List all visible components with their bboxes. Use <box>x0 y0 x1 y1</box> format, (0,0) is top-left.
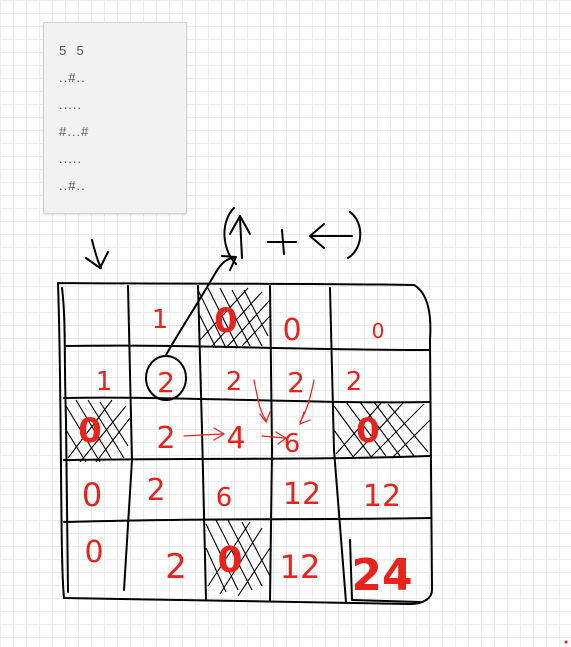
cell-values: 1 0 0 0 1 2 2 2 2 0 2 4 6 0 0 2 6 12 12 … <box>78 301 412 601</box>
cell-1-1: 2 <box>157 366 175 399</box>
cell-1-2: 2 <box>226 367 243 397</box>
flow-arrows <box>183 379 315 445</box>
input-line-row-2: ..... <box>59 97 83 112</box>
formula-annotation: (↑ + ←) <box>223 207 362 265</box>
cell-2-0: 0 <box>78 411 102 451</box>
cell-2-3: 6 <box>284 429 301 459</box>
cell-2-4: 0 <box>356 411 380 451</box>
cell-3-3: 12 <box>283 477 321 512</box>
cell-4-3: 12 <box>280 548 321 586</box>
input-line-row-5: ..#.. <box>59 178 86 193</box>
cell-0-3: 0 <box>282 313 301 348</box>
cell-1-4: 2 <box>346 367 363 397</box>
cell-0-0: 1 <box>152 305 169 335</box>
answer-cell-border <box>349 539 421 603</box>
highlight-circle <box>145 355 187 401</box>
cell-0-4: 0 <box>372 319 385 343</box>
input-line-row-1: ..#.. <box>59 70 86 85</box>
input-line-row-3: #...# <box>59 124 90 139</box>
cell-2-1: 2 <box>156 421 175 456</box>
cell-2-2: 4 <box>226 421 245 456</box>
answer-cell: 24 <box>351 550 412 601</box>
cell-1-3: 2 <box>287 366 305 399</box>
cell-4-1: 2 <box>165 547 187 587</box>
cell-1-0: 1 <box>96 367 113 397</box>
cell-3-4: 12 <box>363 479 401 514</box>
corner-dot <box>564 640 568 644</box>
cell-0-2: 0 <box>214 301 238 341</box>
cell-3-0: 0 <box>82 476 102 514</box>
blocked-cell-hatch <box>65 399 131 463</box>
input-example-box: 5 5 ..#.. ..... #...# ..... ..#.. <box>43 22 187 214</box>
input-line-row-4: ..... <box>59 151 83 166</box>
blocked-cell-hatch <box>333 401 431 459</box>
cell-4-0: 0 <box>84 535 103 570</box>
curved-arrow-icon <box>165 255 237 356</box>
blocked-cell-hatch <box>205 519 271 597</box>
grid-lines <box>57 282 433 605</box>
cell-3-1: 2 <box>146 473 165 508</box>
cell-4-2: 0 <box>217 540 242 581</box>
input-line-size: 5 5 <box>59 43 85 58</box>
cell-3-2: 6 <box>216 483 233 513</box>
start-arrow-icon <box>85 239 109 269</box>
blocked-cell-hatch <box>197 287 271 349</box>
